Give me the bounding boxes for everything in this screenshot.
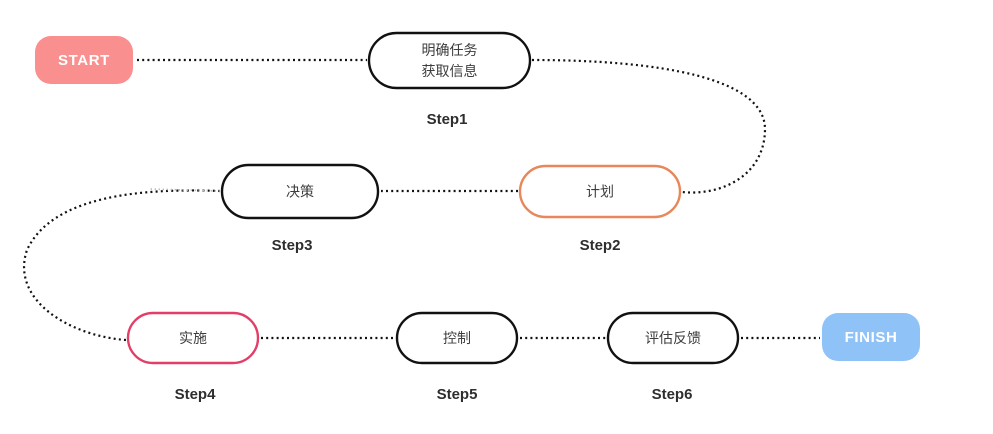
connector-step1-to-step2 — [531, 58, 767, 194]
node-step2[interactable]: 计划 — [518, 164, 682, 219]
terminal-label-start: START — [58, 52, 110, 69]
node-shape-step6 — [606, 311, 740, 365]
node-shape-step4 — [126, 311, 260, 365]
node-text-step5: 控制 — [443, 331, 471, 347]
node-shape-step5 — [395, 311, 519, 365]
node-step3[interactable]: 决策 — [220, 163, 380, 220]
caption-step3: Step3 — [272, 237, 313, 254]
caption-step4: Step4 — [175, 386, 217, 403]
caption-step5: Step5 — [437, 386, 478, 403]
connector-layer — [23, 58, 820, 342]
node-text-step1: 明确任务 — [422, 43, 478, 59]
terminal-label-finish: FINISH — [845, 329, 898, 346]
node-text-step3: 决策 — [286, 184, 314, 201]
terminal-layer: START FINISH — [35, 36, 920, 361]
terminal-shape-finish — [822, 313, 920, 361]
node-step6[interactable]: 评估反馈 — [606, 311, 740, 365]
node-text-step6: 评估反馈 — [645, 331, 701, 347]
node-step4[interactable]: 实施 — [126, 311, 260, 365]
node-text-step1: 获取信息 — [422, 63, 478, 80]
node-shape-step2 — [518, 164, 682, 219]
terminal-start[interactable]: START — [35, 36, 133, 84]
terminal-finish[interactable]: FINISH — [822, 313, 920, 361]
caption-step2: Step2 — [580, 237, 621, 254]
node-step5[interactable]: 控制 — [395, 311, 519, 365]
node-shape-step3 — [220, 163, 380, 220]
node-shape-step1 — [367, 31, 532, 90]
node-text-step2: 计划 — [586, 185, 614, 201]
terminal-shape-start — [35, 36, 133, 84]
caption-step1: Step1 — [427, 111, 468, 128]
node-text-step4: 实施 — [179, 331, 207, 347]
caption-step6: Step6 — [652, 386, 693, 403]
